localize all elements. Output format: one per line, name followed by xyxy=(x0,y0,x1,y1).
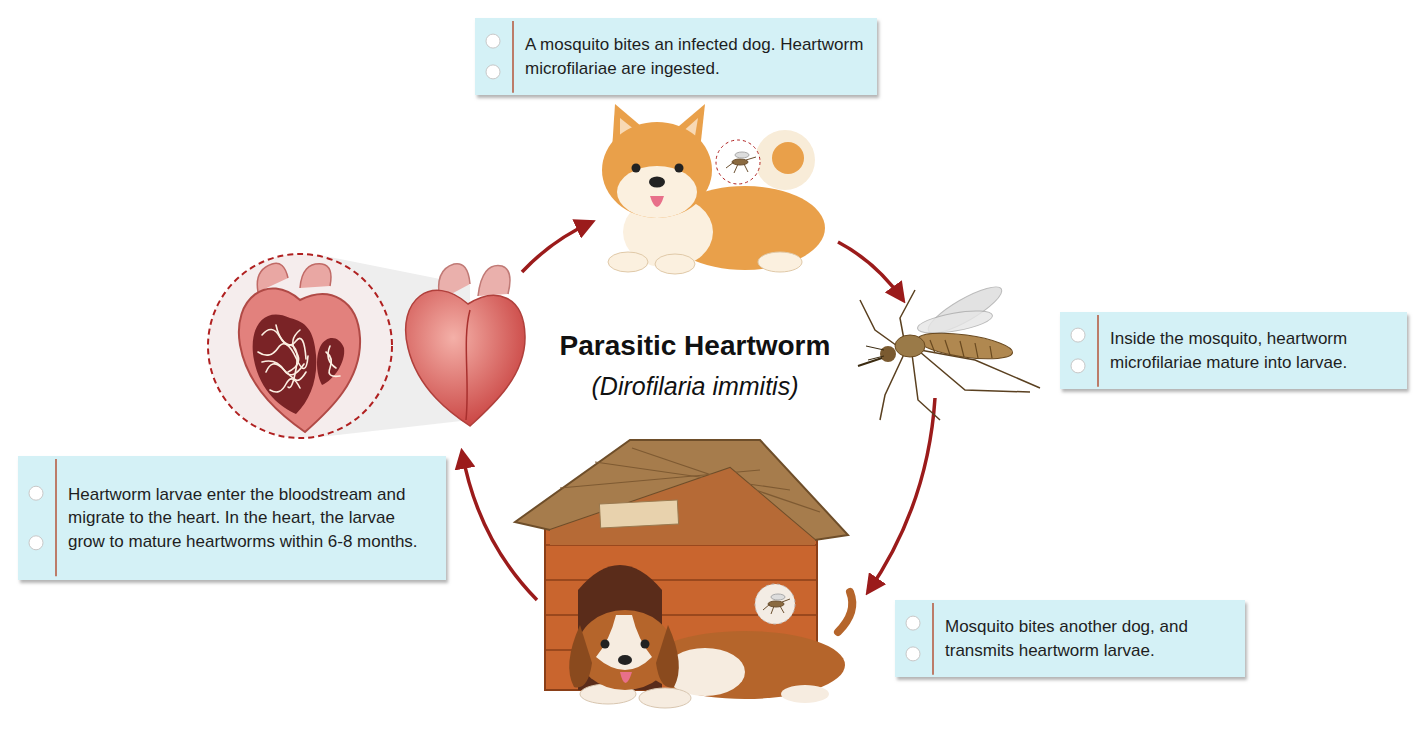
callout-text: Mosquito bites another dog, and transmit… xyxy=(945,615,1235,662)
box-marker xyxy=(18,456,62,580)
callout-box: Inside the mosquito, heartworm microfila… xyxy=(1060,312,1407,389)
callout-text: Inside the mosquito, heartworm microfila… xyxy=(1110,327,1397,374)
mosquito xyxy=(858,279,1040,420)
infected-dog xyxy=(602,104,825,274)
callout-box: A mosquito bites an infected dog. Heartw… xyxy=(475,18,877,95)
healthy-dog xyxy=(569,584,852,708)
box-marker xyxy=(1060,312,1104,389)
heart-illustration xyxy=(208,254,525,438)
callout-text: Heartworm larvae enter the bloodstream a… xyxy=(68,483,436,553)
species-label: (Dirofilaria immitis) xyxy=(445,372,945,401)
diagram-title: Parasitic Heartworm xyxy=(445,330,945,362)
box-marker xyxy=(475,18,519,95)
callout-box: Mosquito bites another dog, and transmit… xyxy=(895,600,1245,677)
cycle-arrows xyxy=(462,222,935,600)
callout-box: Heartworm larvae enter the bloodstream a… xyxy=(18,456,446,580)
callout-text: A mosquito bites an infected dog. Heartw… xyxy=(525,33,867,80)
box-marker xyxy=(895,600,939,677)
